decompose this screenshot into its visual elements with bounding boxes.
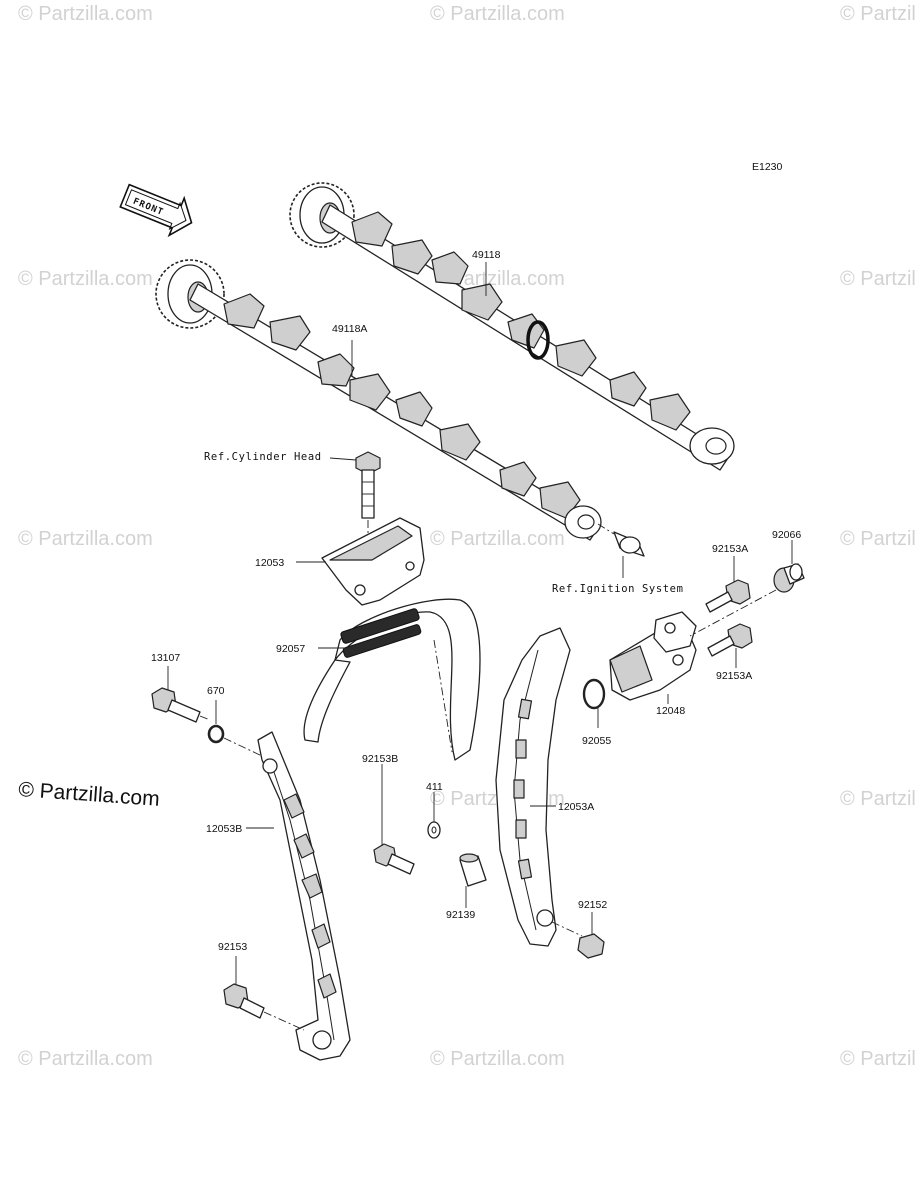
part-label-49118A: 49118A bbox=[332, 323, 367, 335]
part-label-12053: 12053 bbox=[255, 557, 284, 569]
o-ring-670 bbox=[207, 724, 225, 744]
collar-92139 bbox=[459, 853, 487, 887]
bolt-part-92152 bbox=[551, 921, 605, 959]
ignition-rotor-part bbox=[597, 523, 645, 557]
part-label-49118: 49118 bbox=[472, 249, 501, 261]
part-label-670: 670 bbox=[207, 685, 225, 697]
ref-ignition-system-label: Ref.Ignition System bbox=[552, 583, 684, 595]
plug-92066 bbox=[773, 563, 805, 593]
tensioner-12048 bbox=[609, 611, 697, 701]
watermark: © Partzilla.com bbox=[18, 3, 153, 25]
watermark: © Partzilla.com bbox=[840, 268, 916, 290]
front-arrow-icon: FRONT bbox=[119, 183, 193, 238]
watermark: © Partzilla.com bbox=[18, 528, 153, 550]
watermark: © Partzilla.com bbox=[840, 528, 916, 550]
watermark: © Partzilla.com bbox=[430, 1048, 565, 1070]
part-label-92152: 92152 bbox=[578, 899, 607, 911]
brand-logo-text: © Partzilla.com bbox=[18, 778, 161, 811]
bolt-part-92153B bbox=[373, 843, 415, 875]
watermark: © Partzilla.com bbox=[430, 3, 565, 25]
timing-chain-92057 bbox=[303, 598, 481, 761]
watermark: © Partzilla.com bbox=[430, 528, 565, 550]
part-label-92055: 92055 bbox=[582, 735, 611, 747]
part-label-92153A-top: 92153A bbox=[712, 543, 748, 555]
camshaft-49118 bbox=[289, 182, 735, 471]
watermark: © Partzilla.com bbox=[840, 788, 916, 810]
camshaft-49118A bbox=[155, 259, 602, 541]
part-label-92139: 92139 bbox=[446, 909, 475, 921]
sprocket-icon bbox=[155, 259, 225, 329]
guide-bracket-12053 bbox=[321, 517, 425, 606]
ref-cylinder-head-label: Ref.Cylinder Head bbox=[204, 451, 322, 463]
part-label-92153B: 92153B bbox=[362, 753, 398, 765]
part-label-92153A-bottom: 92153A bbox=[716, 670, 752, 682]
bolt-part-92153A-top bbox=[705, 579, 751, 613]
part-label-92057: 92057 bbox=[276, 643, 305, 655]
watermark-group: © Partzilla.com © Partzilla.com © Partzi… bbox=[18, 3, 916, 1070]
o-ring-92055 bbox=[582, 678, 606, 710]
chain-guide-12053B bbox=[257, 731, 351, 1061]
part-label-12053B: 12053B bbox=[206, 823, 242, 835]
watermark: © Partzilla.com bbox=[18, 1048, 153, 1070]
chain-guide-12053A bbox=[495, 627, 571, 947]
bolt-part bbox=[355, 451, 381, 600]
part-label-92153: 92153 bbox=[218, 941, 247, 953]
watermark: © Partzilla.com bbox=[840, 1048, 916, 1070]
bolt-part-13107 bbox=[151, 687, 211, 723]
part-label-13107: 13107 bbox=[151, 652, 180, 664]
part-label-12048: 12048 bbox=[656, 705, 685, 717]
watermark: © Partzilla.com bbox=[18, 268, 153, 290]
bolt-part-92153A-bottom bbox=[707, 623, 753, 657]
bolt-part-92153 bbox=[223, 983, 305, 1031]
part-label-12053A: 12053A bbox=[558, 801, 594, 813]
part-label-411: 411 bbox=[426, 781, 443, 793]
diagram-code: E1230 bbox=[752, 161, 783, 173]
part-label-92066: 92066 bbox=[772, 529, 801, 541]
watermark: © Partzilla.com bbox=[840, 3, 916, 25]
